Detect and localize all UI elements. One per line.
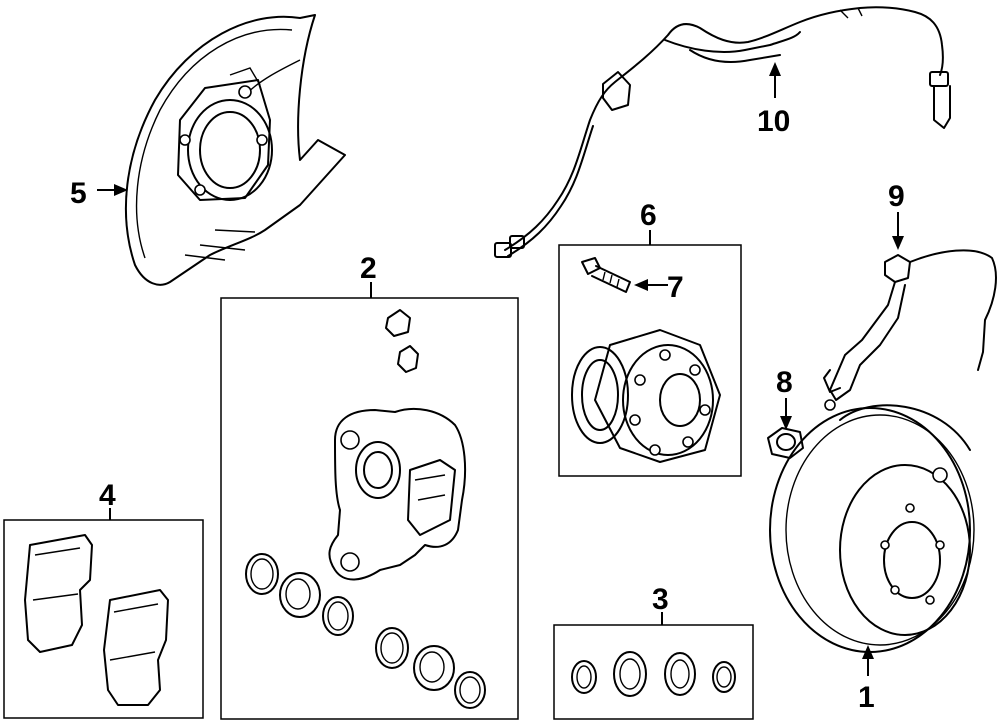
caliper-kit-box — [220, 297, 519, 720]
abs-sensor-wire-part — [494, 6, 951, 258]
caliper-part — [245, 309, 486, 709]
seal-kit-box — [553, 624, 754, 720]
callout-7: 7 — [667, 271, 684, 304]
callout-10: 10 — [757, 105, 790, 138]
callout-6: 6 — [640, 199, 657, 232]
callout-1: 1 — [858, 681, 875, 714]
brake-pads-box — [3, 519, 204, 719]
callout-4: 4 — [99, 479, 116, 512]
callout-5: 5 — [70, 177, 87, 210]
brake-rotor-part — [769, 404, 975, 653]
dust-shield-part — [124, 14, 346, 286]
callout-9: 9 — [888, 180, 905, 213]
seal-kit-part — [571, 651, 736, 697]
wheel-hub-part — [571, 257, 721, 463]
callout-8: 8 — [776, 366, 793, 399]
brake-pads-part — [24, 534, 169, 706]
hub-nut-part — [767, 427, 804, 459]
brake-hose-part — [823, 249, 997, 411]
callout-2: 2 — [360, 252, 377, 285]
callout-3: 3 — [652, 583, 669, 616]
hub-assembly-box — [558, 244, 742, 477]
